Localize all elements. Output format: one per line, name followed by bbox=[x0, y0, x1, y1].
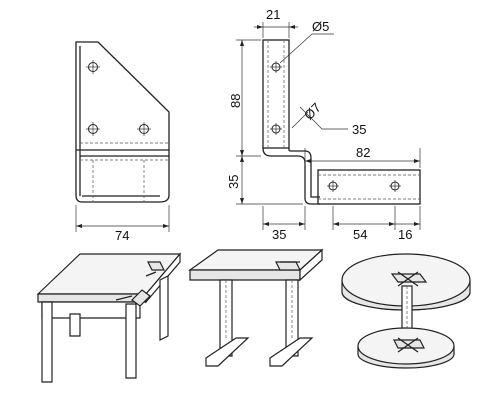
dim-height-upper: 88 bbox=[228, 94, 243, 108]
gusset-plate-view: 74 bbox=[75, 41, 170, 243]
vertical-plate bbox=[262, 39, 290, 149]
dim-hole-diameter: Ø5 bbox=[312, 19, 329, 34]
dim-front-width: 74 bbox=[115, 228, 129, 243]
hole-top-left bbox=[86, 60, 100, 74]
hole-foot-right bbox=[389, 180, 401, 192]
gusset-outline bbox=[75, 41, 170, 203]
hole-foot-left bbox=[327, 180, 339, 192]
dim-foot-length: 82 bbox=[356, 145, 370, 160]
dim-bottom-offset: 35 bbox=[272, 227, 286, 242]
z-bracket-view: 21 Ø5 88 35 Ø7 35 82 35 bbox=[226, 7, 421, 242]
hole-vertical-bottom bbox=[270, 123, 282, 135]
dim-height-lower: 35 bbox=[226, 175, 241, 189]
hole-mid-left bbox=[86, 122, 100, 136]
foot-plate bbox=[317, 169, 421, 205]
hole-mid-right bbox=[137, 122, 151, 136]
dim-slot-offset: 35 bbox=[352, 122, 366, 137]
bracket-bend bbox=[262, 147, 320, 205]
table-illustration bbox=[36, 252, 182, 383]
bench-illustration bbox=[188, 248, 324, 367]
dim-end-offset: 16 bbox=[398, 227, 412, 242]
dim-top-width: 21 bbox=[266, 7, 280, 22]
round-table-illustration bbox=[341, 253, 471, 369]
dim-hole-spacing: 54 bbox=[353, 227, 367, 242]
dim-slot-diameter: Ø7 bbox=[301, 100, 324, 123]
hole-vertical-top bbox=[270, 61, 282, 73]
